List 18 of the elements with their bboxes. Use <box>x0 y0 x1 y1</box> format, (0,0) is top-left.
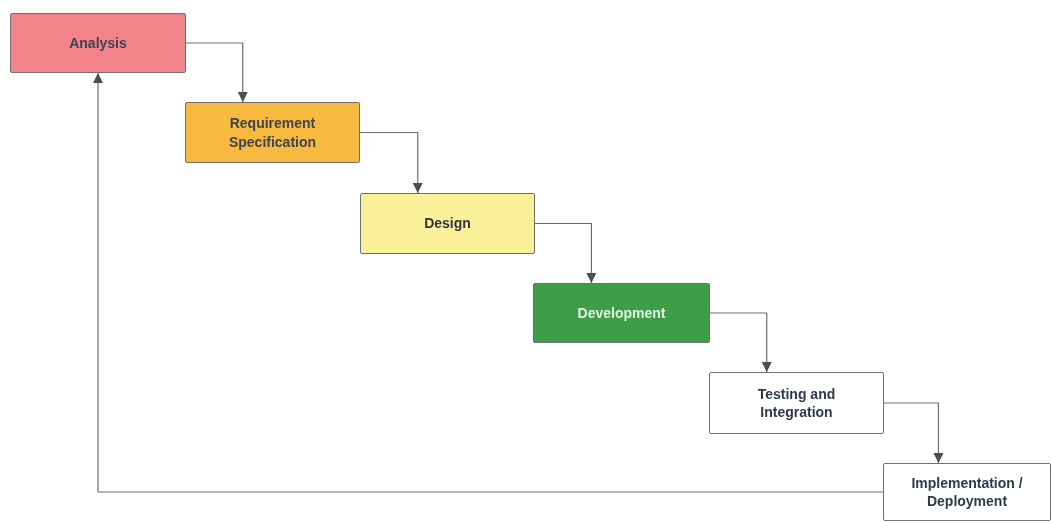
arrow <box>534 222 597 284</box>
process-box <box>709 372 884 434</box>
arrow <box>883 402 944 464</box>
process-box <box>185 102 360 163</box>
process-box <box>533 283 710 343</box>
box-label: Design <box>423 214 472 233</box>
arrow <box>185 42 248 103</box>
box-label: Implementation / Deployment <box>910 473 1024 511</box>
arrow <box>359 131 423 194</box>
box-label: Development <box>576 303 667 323</box>
box-label: Analysis <box>68 33 128 53</box>
box-label: Testing and Integration <box>756 384 837 422</box>
process-box <box>883 463 1051 521</box>
arrow <box>93 72 884 493</box>
process-box <box>10 13 186 73</box>
arrow <box>709 312 772 373</box>
box-label: Requirement Specification <box>227 114 318 151</box>
process-box <box>360 193 535 254</box>
